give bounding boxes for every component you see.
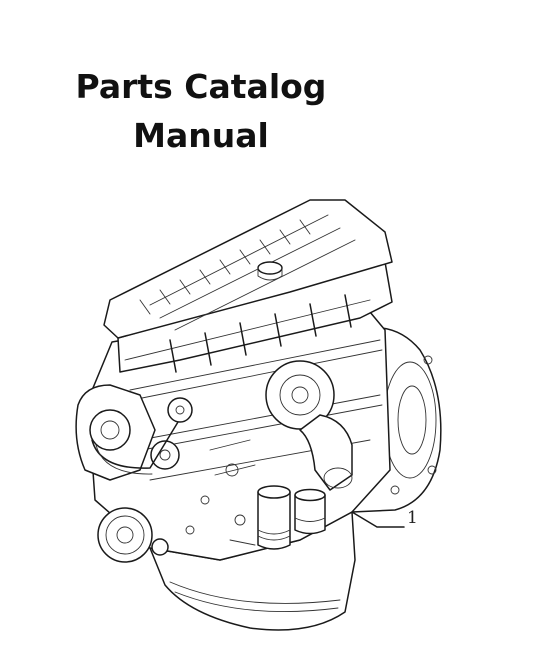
page-title: Parts Catalog Manual	[0, 62, 402, 160]
callout-leader-line	[351, 511, 405, 528]
oil-filters	[257, 485, 326, 550]
title-line-2: Manual	[133, 116, 269, 155]
turbocharger	[265, 360, 335, 430]
valve-cover	[103, 199, 393, 339]
pulley	[89, 409, 131, 451]
oil-filler-cap	[257, 261, 283, 275]
title-line-1: Parts Catalog	[75, 67, 327, 106]
callout-number: 1	[407, 508, 418, 528]
